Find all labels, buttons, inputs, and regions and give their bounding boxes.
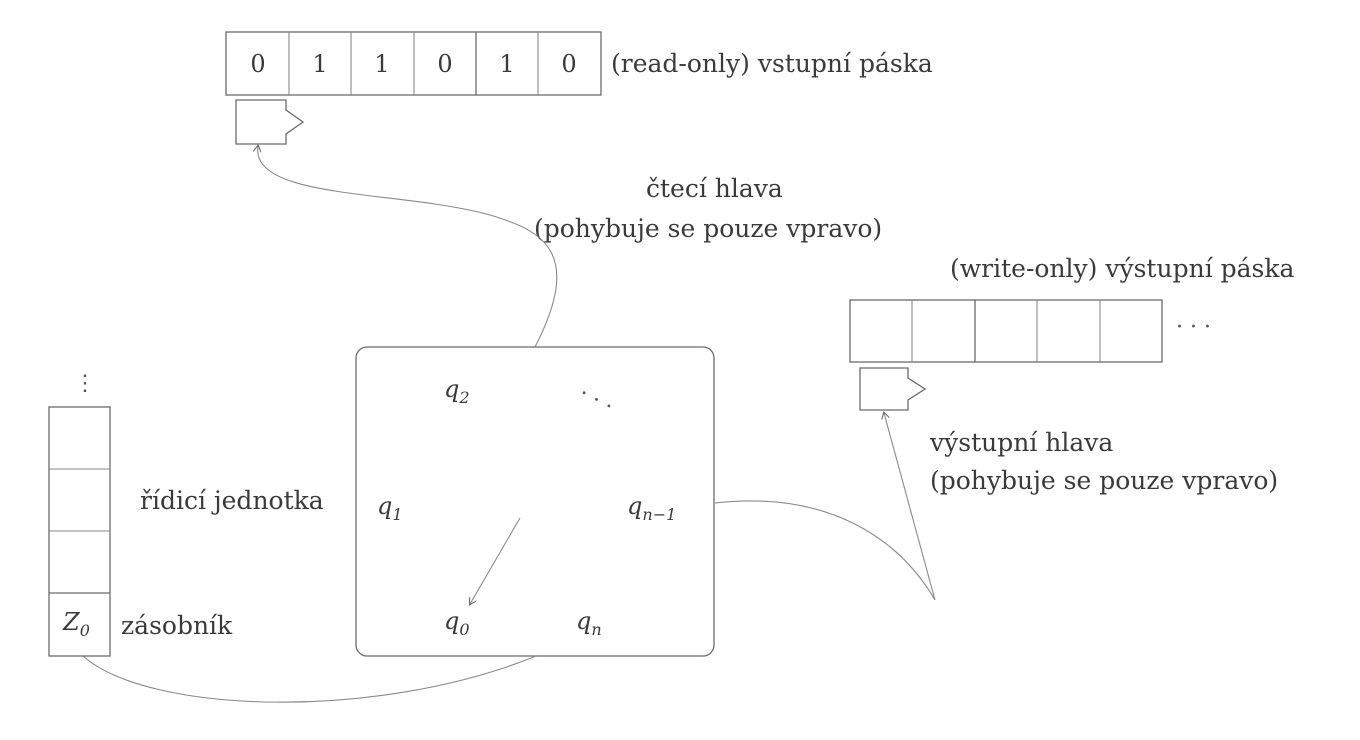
input-tape-cell: 0 <box>437 50 452 78</box>
stack-ellipsis: ⋮ <box>74 371 96 396</box>
state-q0: q0 <box>444 607 470 639</box>
state-subscript: 2 <box>458 388 469 407</box>
control-unit-label: řídicí jednotka <box>140 486 324 515</box>
input-tape-cell: 0 <box>250 50 265 78</box>
state-subscript: n−1 <box>642 505 676 524</box>
output-tape-frame <box>849 299 1163 363</box>
state-base: q <box>444 375 459 403</box>
read-head-label: čtecí hlava <box>646 174 783 203</box>
output-head-label: výstupní hlava <box>929 428 1113 457</box>
output-head-description: (pohybuje se pouze vpravo) <box>930 466 1278 495</box>
current-state-arrow <box>470 517 521 604</box>
state-base: q <box>576 607 591 635</box>
state-base: q <box>444 607 459 635</box>
state-subscript: 0 <box>459 620 469 639</box>
states-ellipsis: · · · <box>575 381 618 419</box>
output-tape-ellipsis: · · · <box>1176 315 1211 340</box>
output-head-pointer-icon <box>859 367 927 411</box>
stack: ⋮ Z0 zásobník <box>48 371 233 657</box>
input-tape-label: (read-only) vstupní páska <box>611 49 933 78</box>
control-unit-box <box>355 346 715 657</box>
stack-label: zásobník <box>121 611 233 640</box>
output-head-connector <box>714 500 936 601</box>
state-base: q <box>377 492 392 520</box>
output-head-connector-arrow <box>884 413 936 601</box>
stack-bottom-symbol: Z0 <box>62 608 90 640</box>
read-head-pointer-icon <box>235 99 305 145</box>
state-qn: qn <box>576 607 602 639</box>
input-tape-cell: 1 <box>374 50 389 78</box>
stack-symbol-base: Z <box>62 608 81 636</box>
state-q2: q2 <box>444 375 470 407</box>
state-subscript: 1 <box>392 505 402 524</box>
state-qn-1: qn−1 <box>627 492 676 524</box>
state-subscript: n <box>591 620 601 639</box>
output-tape-label: (write-only) výstupní páska <box>950 254 1295 283</box>
output-tape: (write-only) výstupní páska · · · <box>849 254 1295 363</box>
state-q1: q1 <box>377 492 403 524</box>
read-head-description: (pohybuje se pouze vpravo) <box>534 214 882 243</box>
stack-symbol-subscript: 0 <box>80 621 90 640</box>
state-base: q <box>627 492 642 520</box>
input-tape-cell: 1 <box>499 50 514 78</box>
input-tape-cell: 1 <box>312 50 327 78</box>
stack-connector <box>82 655 537 703</box>
input-tape: 0 1 1 0 1 0 (read-only) vstupní páska <box>225 31 933 96</box>
input-tape-cell: 0 <box>561 50 576 78</box>
read-head-connector <box>258 146 558 348</box>
